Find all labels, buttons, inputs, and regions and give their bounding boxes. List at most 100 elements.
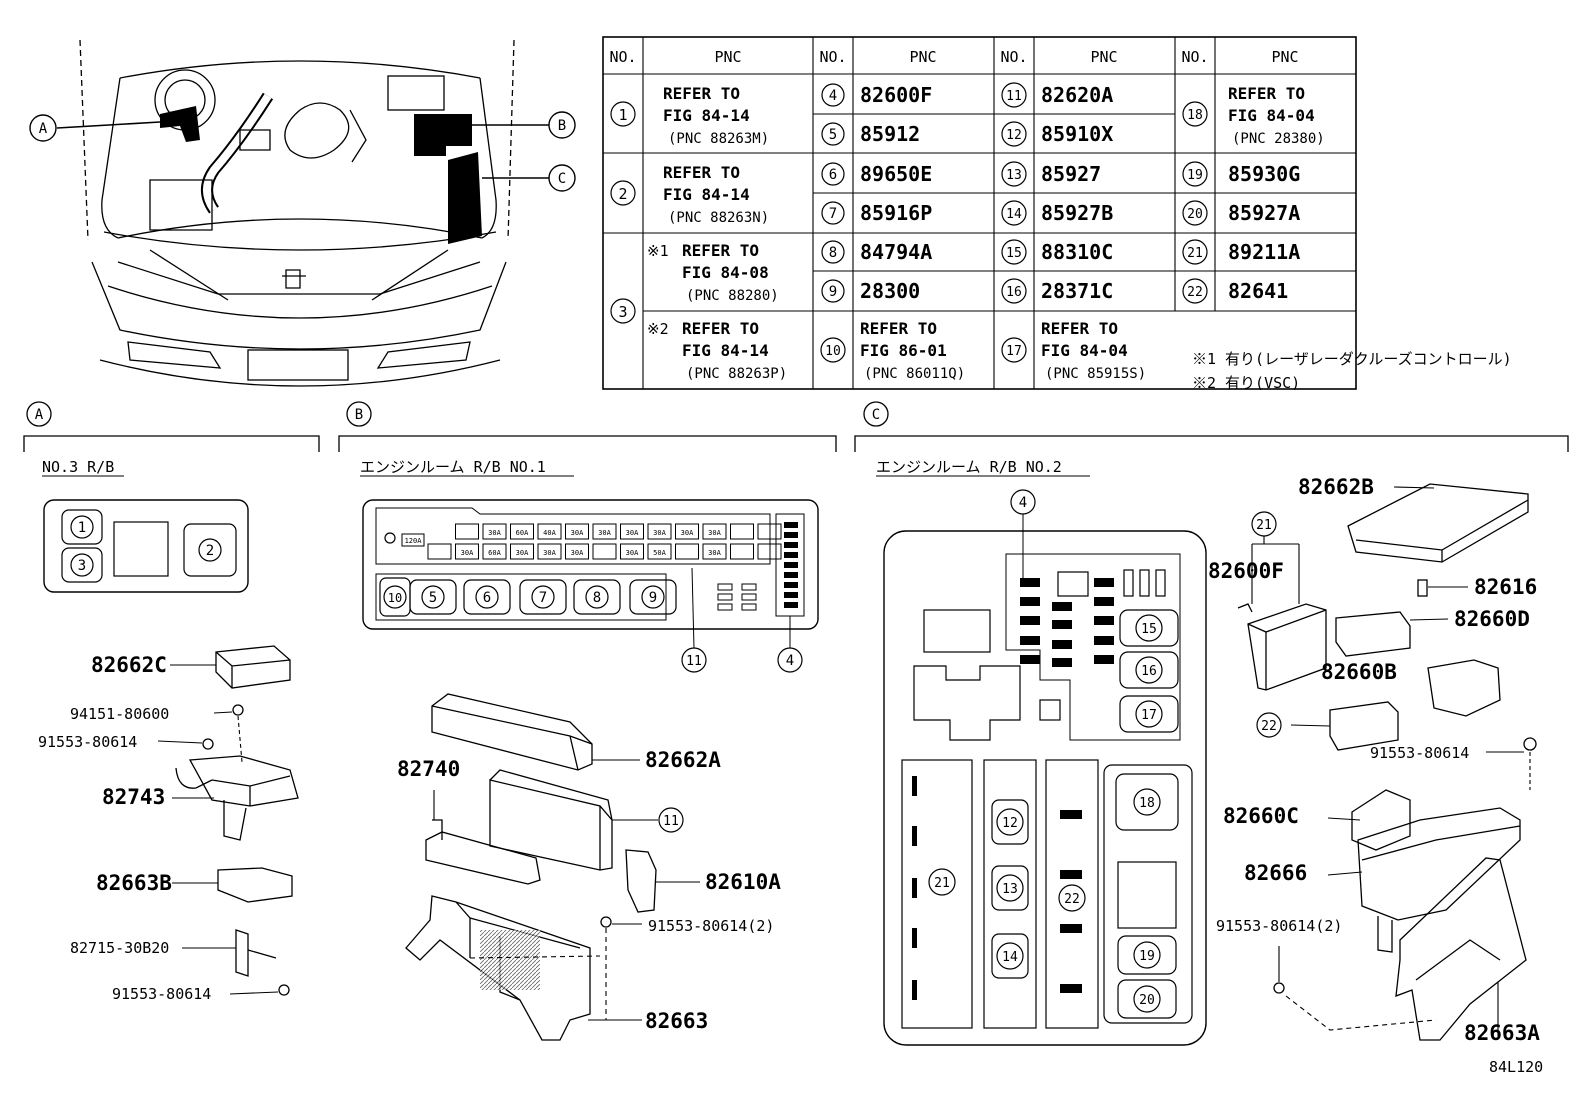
- section-c-letter: C: [872, 407, 880, 423]
- fuse-blade: [1060, 870, 1082, 879]
- callout-number: 11: [663, 814, 679, 829]
- rb2-number: 18: [1139, 796, 1155, 811]
- fuse-slot: [510, 543, 534, 560]
- fuse-blade: [1020, 655, 1040, 664]
- row-number: 6: [829, 167, 837, 183]
- fuse-blade: [784, 522, 798, 528]
- rb2-number: 21: [934, 876, 950, 891]
- fuse-label: 40A: [543, 529, 556, 537]
- row-number: 1: [618, 106, 627, 124]
- marker-b-shape: [414, 114, 472, 156]
- fuse-slot: [675, 523, 699, 540]
- rb2-number: 20: [1139, 993, 1155, 1008]
- row-number: 19: [1187, 168, 1203, 183]
- c-exploded-parts: [1237, 483, 1537, 1041]
- row-text: FIG 84-14: [682, 341, 769, 360]
- part-label: 82660D: [1454, 607, 1530, 631]
- relay-5: 5: [409, 579, 457, 615]
- table-row: 1 REFER TO FIG 84-14 (PNC 88263M): [610, 84, 769, 147]
- header-no-4: NO.: [1181, 48, 1208, 66]
- row-mark: ※1: [647, 242, 669, 260]
- fuse-column-side: [784, 522, 798, 608]
- rb3-box: 1 3 2: [43, 499, 249, 593]
- pnc-value: 28300: [860, 279, 920, 303]
- part-label: 82743: [102, 785, 165, 809]
- marker-c-shape: [448, 152, 482, 244]
- row-text: REFER TO: [682, 241, 759, 260]
- fuse-label: 120A: [405, 537, 423, 545]
- pnc-value: 85927B: [1041, 201, 1113, 225]
- part-label: 82663B: [96, 871, 172, 895]
- fuse-slot: [675, 543, 699, 560]
- part-label: 91553-80614: [112, 985, 211, 1003]
- part-label: 94151-80600: [70, 705, 169, 723]
- pnc-value: 85916P: [860, 201, 932, 225]
- pnc-value: 84794A: [860, 240, 932, 264]
- header-pnc-3: PNC: [1090, 48, 1117, 66]
- rb2-number: 19: [1139, 949, 1155, 964]
- section-c-title: エンジンルーム R/B NO.2: [876, 458, 1062, 476]
- row-number: 3: [618, 303, 627, 321]
- fuse-blade: [1094, 636, 1114, 645]
- callout-a: A: [29, 114, 57, 142]
- relay-box-markers: [160, 106, 482, 244]
- fuse-blade: [784, 552, 798, 558]
- c-callout-22: 22: [1256, 712, 1282, 738]
- fuse-label: 60A: [488, 549, 501, 557]
- rb2-number: 17: [1141, 708, 1157, 723]
- section-b: B エンジンルーム R/B NO.1: [338, 401, 837, 477]
- row-mark: ※2: [647, 320, 669, 338]
- b-callout-11: 11: [658, 807, 684, 833]
- table-row: 2 REFER TO FIG 84-14 (PNC 88263N): [610, 163, 769, 226]
- fuse-blade: [1094, 655, 1114, 664]
- table-column-4: 18 19 20 21 22: [1182, 101, 1208, 304]
- callout-number: 11: [686, 654, 702, 669]
- pnc-table: NO. PNC NO. PNC NO. PNC NO. PNC 1 REFER …: [602, 36, 1357, 390]
- marker-a-shape: [160, 106, 200, 142]
- fuse-label: 30A: [516, 549, 529, 557]
- rb1-callout-4: 4: [777, 647, 803, 673]
- fuse-blade: [1020, 597, 1040, 606]
- fuse-slot: [757, 543, 782, 560]
- rb3-num-2: 2: [206, 543, 214, 559]
- section-a: A NO.3 R/B: [23, 401, 320, 477]
- part-label: 91553-80614(2): [1216, 917, 1342, 935]
- row-text: (PNC 88263M): [668, 131, 769, 147]
- fuse-slot: [482, 543, 507, 560]
- fuse-label: 30A: [571, 529, 584, 537]
- fuse-slot: [647, 523, 672, 540]
- part-label: 91553-80614(2): [648, 917, 774, 935]
- fuse-slot: [482, 523, 507, 540]
- part-label: 91553-80614: [1370, 744, 1469, 762]
- fuse-label: 30A: [681, 529, 694, 537]
- row-number: 20: [1187, 207, 1203, 222]
- fuse-blade: [912, 878, 917, 898]
- part-label: 82666: [1244, 861, 1307, 885]
- fuse-label: 30A: [708, 529, 721, 537]
- hatch-fill: [480, 930, 540, 990]
- header-no-1: NO.: [609, 48, 636, 66]
- row-text: REFER TO: [1041, 319, 1118, 338]
- row-text: REFER TO: [663, 84, 740, 103]
- row-text: FIG 84-14: [663, 106, 750, 125]
- fuse-blade: [784, 592, 798, 598]
- relay-number: 7: [539, 590, 547, 606]
- fuse-slot: [537, 543, 562, 560]
- fuse-slot: [565, 543, 589, 560]
- row-number: 17: [1006, 344, 1022, 359]
- relay-number: 6: [483, 590, 491, 606]
- part-label: 82610A: [705, 870, 781, 894]
- section-b-letter: B: [355, 407, 363, 423]
- a-exploded-parts: [175, 645, 299, 996]
- row-number: 12: [1006, 128, 1022, 143]
- fuse-slot: [592, 543, 617, 560]
- pnc-value: 85927: [1041, 162, 1101, 186]
- header-pnc-1: PNC: [714, 48, 741, 66]
- pnc-value: 85910X: [1041, 122, 1113, 146]
- row-text: REFER TO: [860, 319, 937, 338]
- fuse-blade: [1052, 620, 1072, 629]
- row-text: REFER TO: [682, 319, 759, 338]
- header-no-3: NO.: [1000, 48, 1027, 66]
- relay-number: 5: [429, 590, 437, 606]
- fuse-blade: [1060, 810, 1082, 819]
